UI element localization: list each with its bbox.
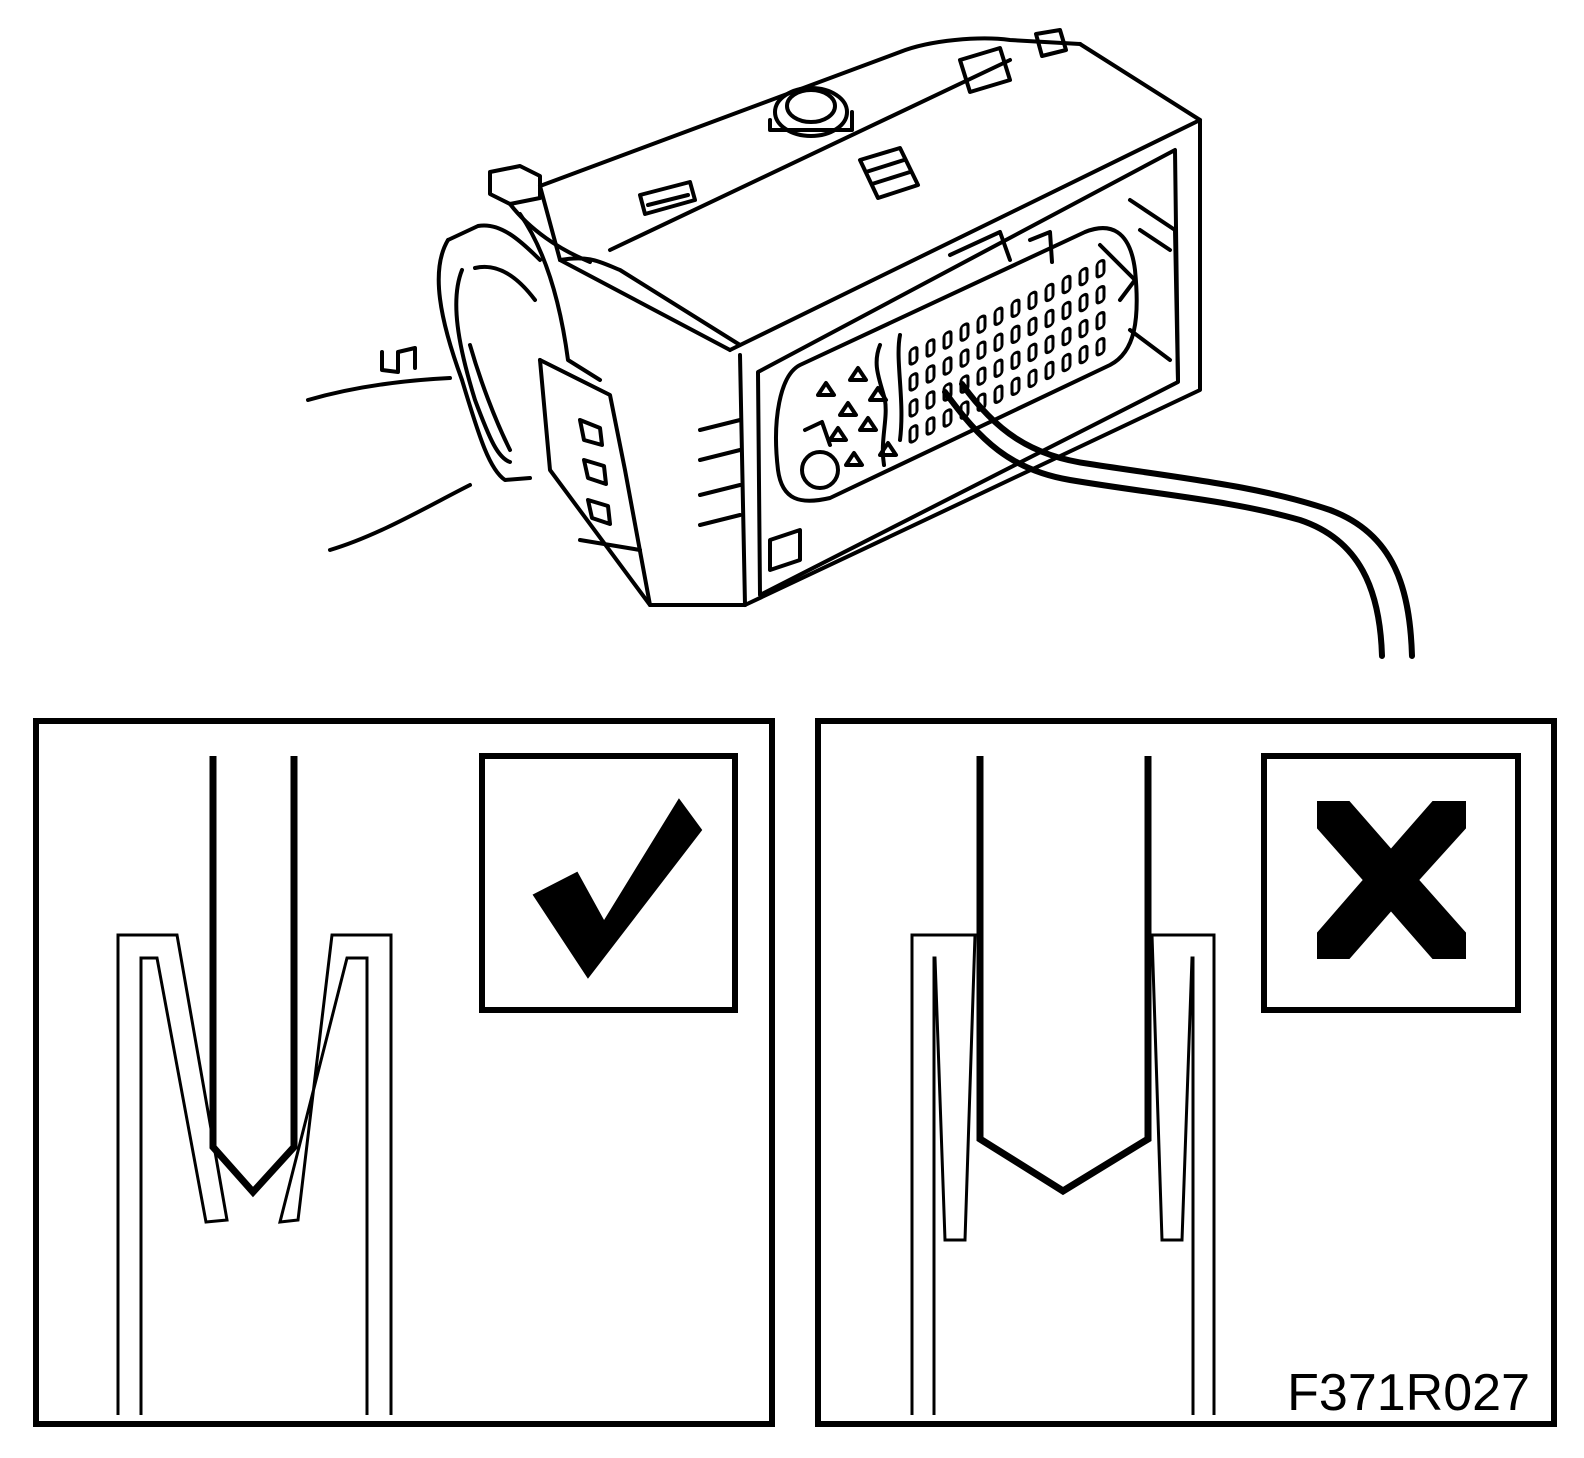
cable-bundle [306,346,472,552]
verdict-box [1261,753,1521,1013]
probe-tip [976,756,1152,1196]
panel-frame [33,718,775,1427]
correct-probe-insertion-panel [33,718,775,1427]
female-terminal [116,933,393,1415]
panel-frame [815,718,1557,1427]
figure-code-label: F371R027 [1287,1364,1530,1422]
connector-collar [436,164,602,482]
x-mark-icon [1317,801,1466,959]
connector-illustration [306,28,1415,659]
female-terminal [910,933,1216,1415]
incorrect-probe-insertion-panel [815,718,1557,1427]
connector-housing [538,28,1202,607]
connector-pin-face [774,226,1139,503]
check-mark-icon [532,798,703,979]
probe-wire [942,381,1415,659]
probe-tip [209,756,298,1198]
verdict-box [479,753,738,1013]
